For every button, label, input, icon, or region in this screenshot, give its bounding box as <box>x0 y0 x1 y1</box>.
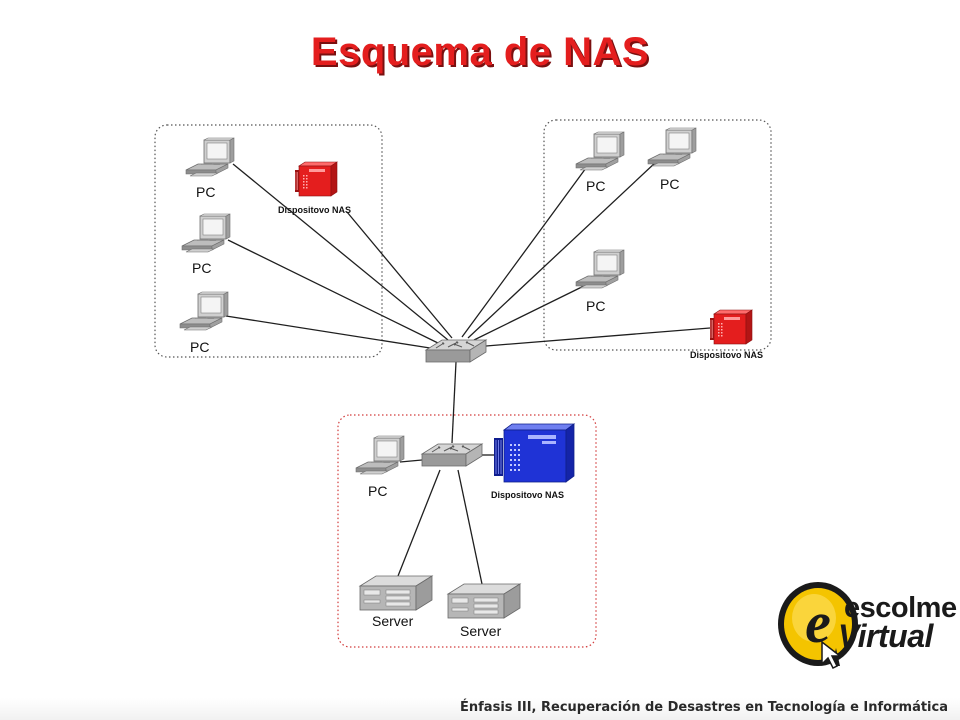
page-title: Esquema de NAS <box>310 30 650 74</box>
network-links <box>225 161 711 585</box>
server-2-label: Server <box>460 623 502 639</box>
bottom-switch-icon <box>421 443 483 467</box>
pc-right-1-icon <box>575 131 625 171</box>
pc-left-2-icon <box>181 213 231 253</box>
logo-text-line1: escolme <box>844 592 957 624</box>
link-server-2 <box>457 469 483 585</box>
main-switch-icon <box>425 339 487 363</box>
logo-text-line2: Virtual <box>838 618 933 654</box>
link-pc-right-3 <box>473 279 597 341</box>
pc-left-3-label: PC <box>190 339 209 355</box>
nas-left-label: Dispositovo NAS <box>278 205 351 215</box>
escolme-logo-icon: e <box>778 582 858 670</box>
left-group-box <box>154 124 383 358</box>
escolme-logo: e escolme Virtual <box>778 578 958 670</box>
server-1-label: Server <box>372 613 414 629</box>
pc-bottom-label: PC <box>368 483 387 499</box>
link-pc-bottom <box>399 459 423 463</box>
nas-right-icon <box>709 309 753 345</box>
nas-bottom-label: Dispositovo NAS <box>491 490 564 500</box>
nas-bottom-icon <box>493 423 575 483</box>
link-switch-main-bottom <box>451 361 457 444</box>
link-pc-left-2 <box>227 239 441 345</box>
link-pc-right-2 <box>467 161 657 339</box>
pc-right-3-icon <box>575 249 625 289</box>
pc-right-2-icon <box>647 127 697 167</box>
pc-left-1-icon <box>185 137 235 177</box>
pc-right-3-label: PC <box>586 298 605 314</box>
right-group-box <box>543 119 772 351</box>
logo-letter: e <box>805 590 831 655</box>
footer-bar: Énfasis III, Recuperación de Desastres e… <box>0 698 960 720</box>
bottom-group-box <box>337 414 597 648</box>
pc-left-2-label: PC <box>192 260 211 276</box>
pc-right-1-label: PC <box>586 178 605 194</box>
server-1-icon <box>359 575 433 611</box>
link-pc-left-3 <box>225 315 431 349</box>
link-pc-left-1 <box>232 163 449 341</box>
link-pc-right-1 <box>461 167 587 338</box>
pc-right-2-label: PC <box>660 176 679 192</box>
nas-left-icon <box>294 161 338 197</box>
link-nas-right <box>485 327 711 347</box>
nas-right-label: Dispositovo NAS <box>690 350 763 360</box>
pc-left-1-label: PC <box>196 184 215 200</box>
link-nas-left <box>346 211 453 339</box>
pc-left-3-icon <box>179 291 229 331</box>
footer-text: Énfasis III, Recuperación de Desastres e… <box>460 700 948 715</box>
link-server-1 <box>397 469 441 577</box>
pc-bottom-icon <box>355 435 405 475</box>
server-2-icon <box>447 583 521 619</box>
